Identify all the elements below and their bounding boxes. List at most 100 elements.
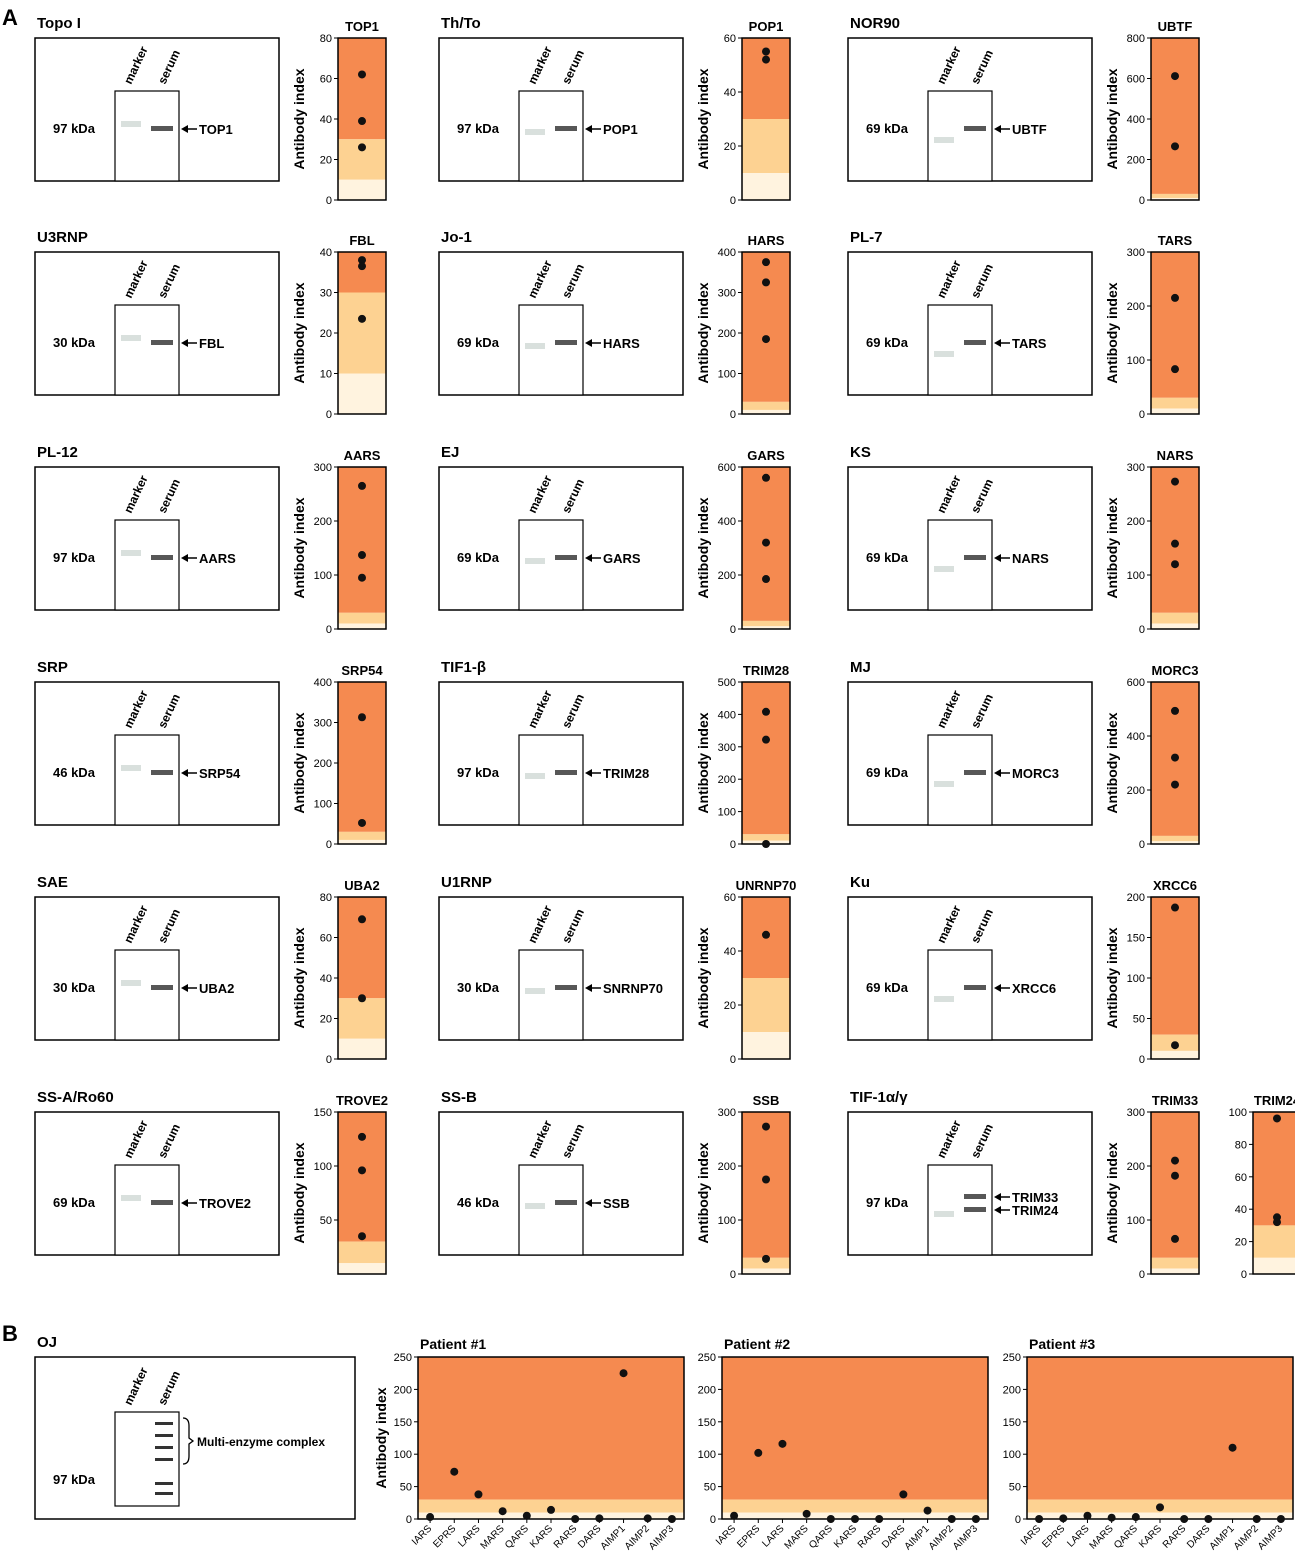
band-high	[1027, 1357, 1293, 1500]
chart-title: TRIM28	[743, 663, 789, 678]
kda-marker-label: 46 kDa	[457, 1195, 500, 1210]
serum-band	[555, 1200, 577, 1205]
chart-title: SSB	[753, 1093, 780, 1108]
kda-marker-label: 30 kDa	[53, 335, 96, 350]
serum-band	[155, 1492, 173, 1495]
y-tick-label: 300	[1127, 1107, 1145, 1119]
data-point	[619, 1369, 628, 1378]
y-tick-label: 40	[320, 247, 332, 259]
y-tick-label: 0	[406, 1514, 412, 1526]
y-axis-label: Antibody index	[291, 497, 307, 598]
data-point	[1171, 1171, 1179, 1180]
chart-title: TROVE2	[336, 1093, 388, 1108]
y-tick-label: 40	[320, 114, 332, 126]
data-point	[1156, 1503, 1164, 1512]
serum-band	[155, 1434, 173, 1437]
antigen-title: SS-B	[441, 1089, 477, 1106]
y-tick-label: 150	[394, 1417, 412, 1429]
y-tick-label: 50	[1133, 1014, 1145, 1026]
data-point	[1171, 1234, 1179, 1243]
band-mid	[742, 834, 790, 841]
band-label: TRIM24	[1012, 1203, 1059, 1218]
data-point	[358, 70, 366, 79]
band-low	[338, 1038, 386, 1059]
panel-label-b: B	[2, 1321, 18, 1346]
kda-marker-label: 69 kDa	[866, 980, 909, 995]
y-tick-label: 150	[1003, 1417, 1021, 1429]
serum-band	[555, 340, 577, 345]
kda-marker-label: 97 kDa	[866, 1195, 909, 1210]
y-tick-label: 0	[326, 839, 332, 851]
band-mid	[1151, 1257, 1199, 1269]
y-tick-label: 200	[1127, 892, 1145, 904]
marker-band	[121, 550, 141, 556]
marker-band	[525, 129, 545, 135]
kda-marker-label: 46 kDa	[53, 765, 96, 780]
serum-band	[155, 1422, 173, 1425]
y-tick-label: 0	[1139, 1269, 1145, 1281]
y-tick-label: 20	[1235, 1237, 1247, 1249]
serum-band	[151, 126, 173, 131]
arrow-head	[181, 1199, 188, 1207]
antigen-title: SAE	[37, 874, 68, 891]
data-point	[1273, 1114, 1281, 1123]
band-low	[742, 409, 790, 414]
membrane	[927, 734, 993, 826]
data-point	[875, 1515, 884, 1523]
y-tick-label: 0	[1139, 839, 1145, 851]
band-low	[1027, 1512, 1293, 1519]
membrane	[114, 519, 180, 611]
chart-title: XRCC6	[1153, 878, 1197, 893]
band-low	[418, 1512, 684, 1519]
serum-band	[151, 770, 173, 775]
data-point	[1131, 1513, 1140, 1522]
kda-marker-label: 69 kDa	[866, 550, 909, 565]
antigen-title: TIF1-β	[441, 659, 486, 676]
y-tick-label: 200	[1127, 785, 1145, 797]
marker-band	[121, 1195, 141, 1201]
band-label: AARS	[199, 551, 236, 566]
band-low	[742, 1268, 790, 1274]
patient-chart: Patient #3050100150200250IARSEPRSLARSMAR…	[1003, 1336, 1294, 1552]
band-high	[338, 682, 386, 832]
y-axis-label: Antibody index	[291, 927, 307, 1028]
bracket	[182, 1417, 195, 1465]
y-tick-label: 400	[1127, 731, 1145, 743]
y-axis-label: Antibody index	[695, 712, 711, 813]
blot-frame	[34, 1356, 356, 1520]
x-tick-label: RARS	[1161, 1523, 1189, 1551]
band-label: SSB	[603, 1196, 630, 1211]
data-point	[762, 258, 770, 267]
data-point	[762, 1175, 770, 1184]
data-point	[358, 713, 366, 722]
x-tick-label: EPRS	[431, 1523, 458, 1550]
y-tick-label: 0	[730, 1269, 736, 1281]
data-point	[358, 262, 366, 271]
y-tick-label: 80	[320, 892, 332, 904]
band-low	[1253, 1257, 1295, 1274]
marker-band	[121, 335, 141, 341]
data-point	[426, 1513, 435, 1522]
y-tick-label: 300	[718, 288, 736, 300]
band-low	[338, 1263, 386, 1274]
data-point	[643, 1514, 652, 1523]
band-high	[742, 682, 790, 835]
arrow-head	[181, 339, 188, 347]
y-tick-label: 100	[718, 807, 736, 819]
data-point	[826, 1515, 835, 1523]
y-tick-label: 500	[718, 677, 736, 689]
y-axis-label: Antibody index	[373, 1387, 389, 1488]
chart-frame	[1150, 681, 1200, 845]
membrane	[114, 734, 180, 826]
serum-band	[555, 126, 577, 131]
